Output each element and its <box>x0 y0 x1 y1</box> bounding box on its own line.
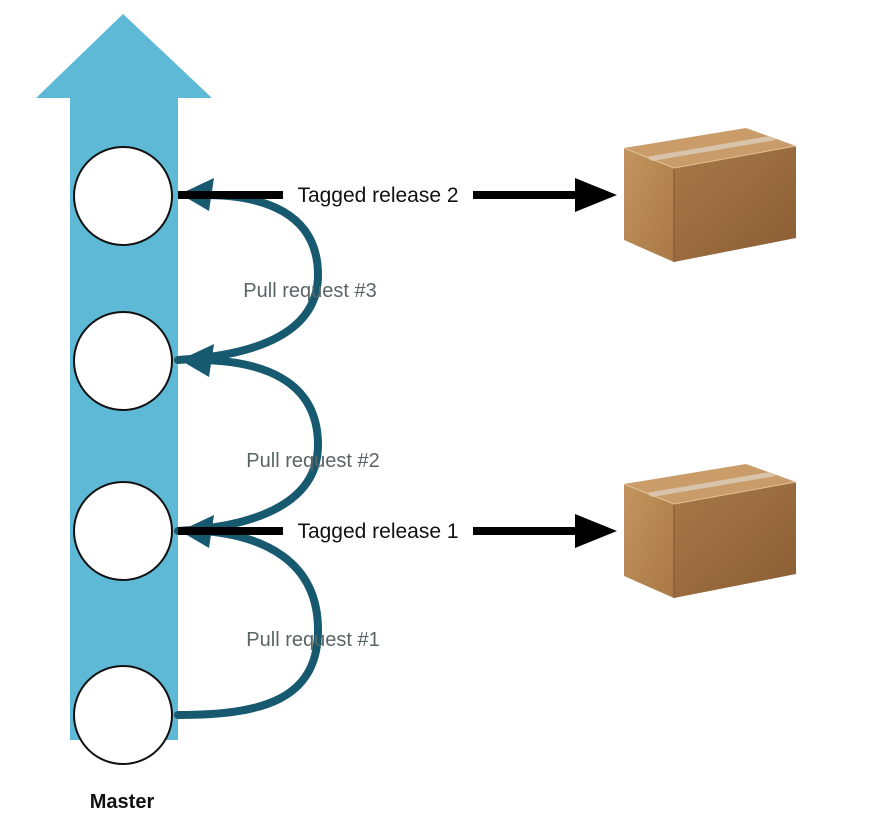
release-2-line-left <box>178 191 283 199</box>
release-2-arrowhead <box>575 178 617 212</box>
commit-node <box>73 146 173 246</box>
commit-node <box>73 481 173 581</box>
commit-node <box>73 665 173 765</box>
release-2-line-right <box>473 191 585 199</box>
commit-node <box>73 311 173 411</box>
tagged-release-1-label: Tagged release 1 <box>297 520 458 543</box>
pull-request-3-arrow <box>174 191 323 364</box>
pull-request-1-arrow <box>174 527 323 719</box>
release-arrows <box>178 178 617 548</box>
package-box-icon <box>623 464 797 598</box>
tagged-release-2-label: Tagged release 2 <box>297 184 458 207</box>
commits <box>73 146 173 765</box>
pull-request-2-label: Pull request #2 <box>246 450 379 472</box>
release-1-line-right <box>473 527 585 535</box>
pull-request-3-label: Pull request #3 <box>243 280 376 302</box>
pull-request-1-label: Pull request #1 <box>246 629 379 651</box>
pull-request-2-arrow <box>174 356 323 535</box>
pull-request-2-arrowhead <box>180 344 214 377</box>
pull-request-arrows <box>174 191 323 719</box>
package-box-icon <box>623 128 797 262</box>
release-1-line-left <box>178 527 283 535</box>
release-1-arrowhead <box>575 514 617 548</box>
master-branch-label: Master <box>90 791 155 813</box>
